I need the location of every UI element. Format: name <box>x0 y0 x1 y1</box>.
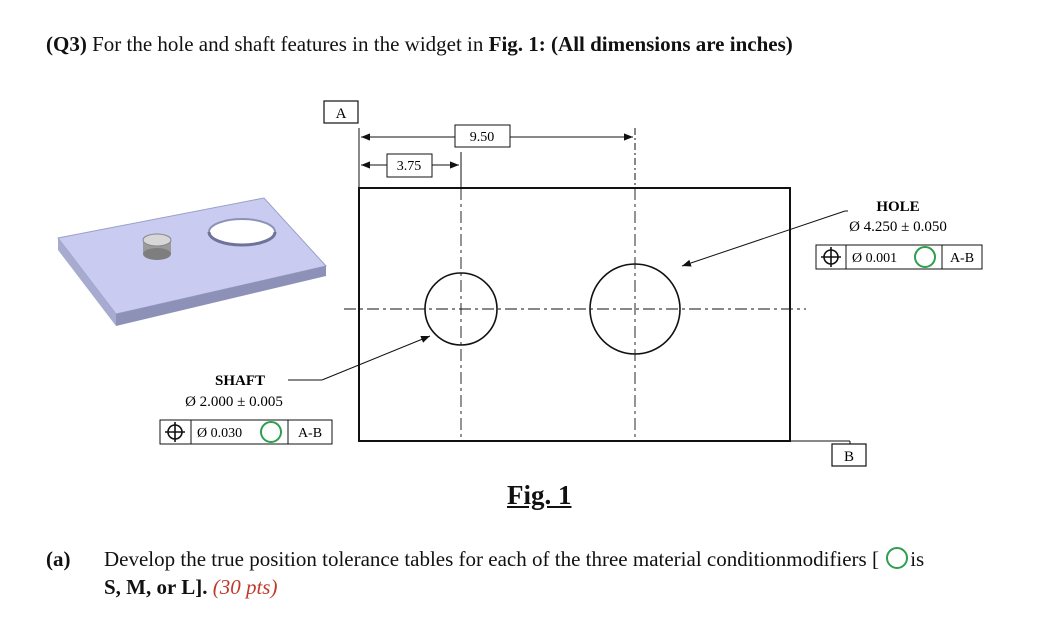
shaft-modifier-circle <box>260 421 282 443</box>
widget-shaft <box>142 233 172 260</box>
modifier-circle-icon <box>886 547 909 569</box>
question-text: For the hole and shaft features in the w… <box>92 32 484 56</box>
part-a-label: (a) <box>46 547 71 571</box>
datum-b-label: B <box>844 449 854 465</box>
hole-fcf-datums: A-B <box>950 251 974 266</box>
question-title: (Q3) For the hole and shaft features in … <box>46 32 793 57</box>
shaft-fcf-datums: A-B <box>298 426 322 441</box>
shaft-fcf: Ø 0.030 A-B <box>159 419 333 445</box>
isometric-widget <box>57 197 327 326</box>
dim-9.50: 9.50 <box>470 130 495 145</box>
part-a-text: Develop the true position tolerance tabl… <box>104 547 879 571</box>
plate-outline <box>358 187 791 442</box>
hole-label: HOLE <box>876 199 919 215</box>
shaft-label: SHAFT <box>215 373 265 389</box>
hole-fcf: Ø 0.001 A-B <box>815 244 983 270</box>
shaft-size: Ø 2.000 ± 0.005 <box>185 394 283 410</box>
datum-b-box <box>831 443 867 467</box>
part-a-line-1: (a) Develop the true position tolerance t… <box>46 545 1006 573</box>
part-a-line-2: S, M, or L]. (30 pts) <box>46 573 1006 601</box>
dim-9.50-box <box>454 124 511 148</box>
part-a-points: (30 pts) <box>212 575 278 599</box>
datum-a-box <box>323 100 359 124</box>
hole-fcf-tolerance: Ø 0.001 <box>852 251 897 266</box>
figure-reference: Fig. 1: (All dimensions are inches) <box>488 32 793 56</box>
part-a: (a) Develop the true position tolerance t… <box>46 545 1006 601</box>
shaft-fcf-tolerance: Ø 0.030 <box>197 426 242 441</box>
hole-modifier-circle <box>914 246 936 268</box>
question-number: (Q3) <box>46 32 87 56</box>
dim-3.75-box <box>386 153 433 178</box>
figure-caption: Fig. 1 <box>507 480 572 510</box>
hole-circle <box>589 263 681 355</box>
hole-size: Ø 4.250 ± 0.050 <box>849 219 947 235</box>
shaft-circle <box>424 272 498 346</box>
dim-3.75: 3.75 <box>397 159 422 174</box>
datum-a-label: A <box>336 106 347 122</box>
part-a-text-is: is <box>910 547 925 571</box>
part-a-modifiers: S, M, or L]. <box>104 575 208 599</box>
